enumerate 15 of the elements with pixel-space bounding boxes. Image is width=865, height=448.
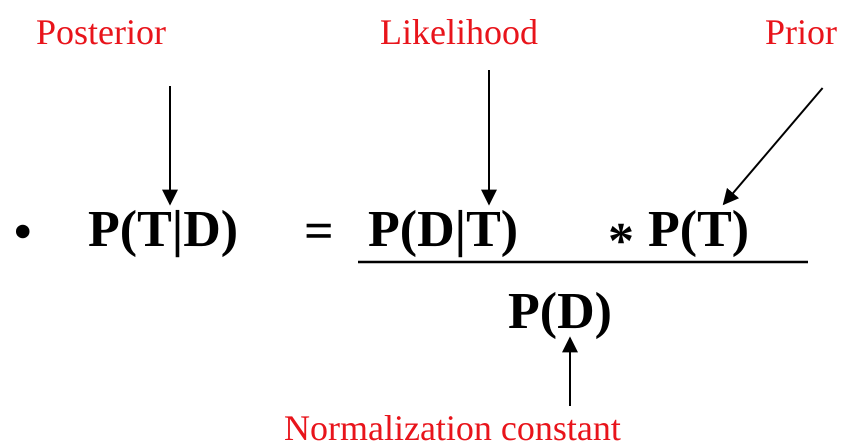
term-label: Posterior bbox=[36, 14, 166, 86]
arrow bbox=[722, 87, 824, 206]
bullet: • bbox=[14, 206, 32, 256]
equals-sign: = bbox=[304, 206, 334, 258]
multiplication-sign: * bbox=[608, 216, 634, 268]
term-label: Likelihood bbox=[380, 14, 538, 70]
probability-term: P(D) bbox=[508, 286, 612, 338]
probability-term: P(T) bbox=[648, 204, 750, 256]
term-label: Normalization constant bbox=[284, 406, 621, 446]
arrow bbox=[481, 70, 497, 206]
arrow bbox=[162, 86, 178, 206]
probability-term: P(D|T) bbox=[368, 204, 518, 256]
arrow bbox=[562, 336, 578, 406]
probability-term: P(T|D) bbox=[88, 204, 238, 256]
term-label: Prior bbox=[765, 14, 837, 88]
